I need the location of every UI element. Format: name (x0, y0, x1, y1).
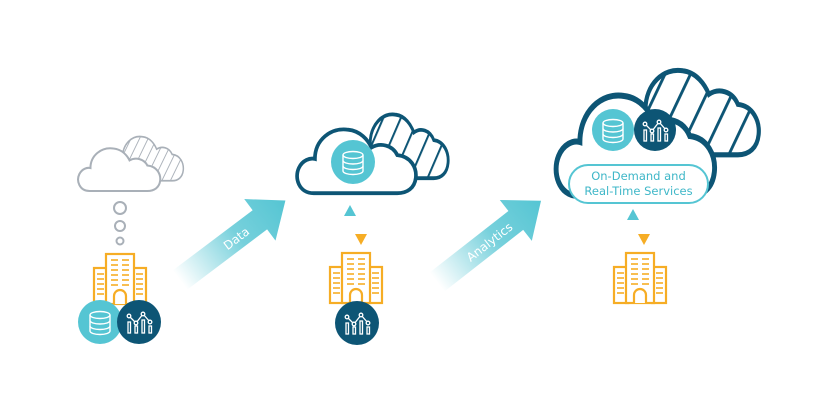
database-icon (78, 300, 122, 344)
stage-on-premise (77, 135, 185, 344)
sync-arrows-icon (344, 205, 367, 245)
thought-bubble-icon (113, 201, 127, 246)
building-icon (92, 252, 148, 306)
analytics-arrow: Analytics (429, 199, 542, 292)
sync-arrows-icon (627, 209, 650, 246)
services-label-line1: On-Demand and (591, 169, 686, 183)
database-icon (331, 140, 375, 184)
data-arrow: Data (172, 199, 286, 290)
analytics-chart-icon (634, 109, 676, 151)
services-label-line2: Real-Time Services (584, 184, 692, 198)
database-icon (592, 109, 634, 151)
analytics-chart-icon (117, 300, 161, 344)
building-icon (328, 251, 384, 305)
stage-cloud-services: On-Demand and Real-Time Services (556, 70, 759, 305)
analytics-chart-icon (335, 301, 379, 345)
services-badge: On-Demand and Real-Time Services (568, 164, 709, 204)
cloud-icon (77, 135, 185, 193)
stage-cloud-data (295, 112, 451, 345)
building-icon (612, 251, 668, 305)
